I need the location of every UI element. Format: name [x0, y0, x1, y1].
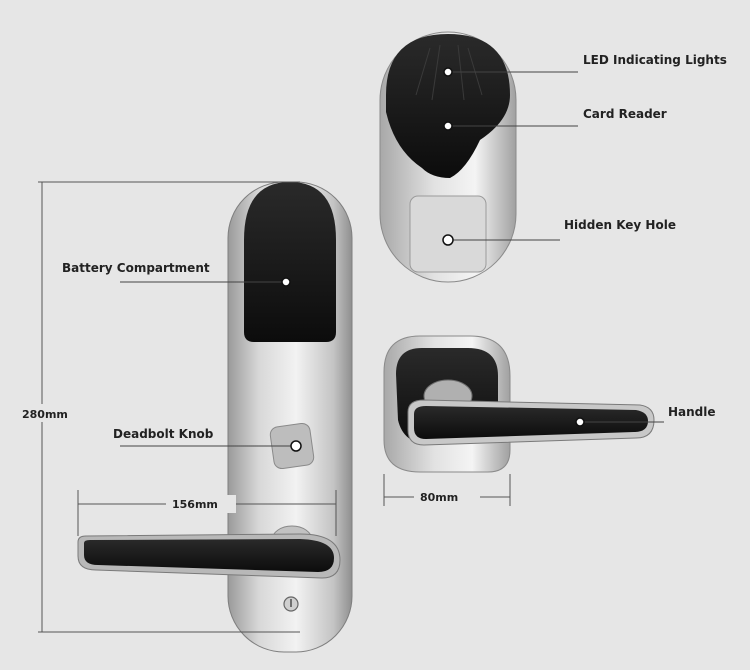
side-view-unit [383, 335, 655, 473]
label-deadbolt-knob: Deadbolt Knob [113, 427, 214, 441]
card-reader-unit [379, 31, 517, 283]
height-label-bg [20, 404, 78, 422]
callout-markers [281, 67, 585, 452]
main-lock-unit [77, 181, 353, 653]
battery-compartment-panel [244, 182, 336, 342]
dimension-side-width: 80mm [420, 491, 458, 504]
marker-battery [281, 277, 291, 287]
label-card-reader: Card Reader [583, 107, 667, 121]
key-hole-cover [409, 195, 487, 273]
label-hidden-key-hole: Hidden Key Hole [564, 218, 676, 232]
label-led-lights: LED Indicating Lights [583, 53, 727, 67]
marker-key-hole [442, 234, 454, 246]
marker-led [443, 67, 453, 77]
label-handle: Handle [668, 405, 716, 419]
main-width-label-bg [166, 495, 236, 513]
callout-lines [120, 71, 664, 447]
marker-card-reader [443, 121, 453, 131]
black-reader-panel [386, 34, 510, 178]
marker-handle [575, 417, 585, 427]
label-battery-compartment: Battery Compartment [62, 261, 210, 275]
main-handle-grip [84, 539, 334, 572]
dimension-height: 280mm [22, 408, 68, 421]
side-width-label-bg [414, 488, 480, 506]
dimension-main-width: 156mm [172, 498, 218, 511]
side-handle-grip [414, 406, 648, 439]
marker-deadbolt [290, 440, 302, 452]
